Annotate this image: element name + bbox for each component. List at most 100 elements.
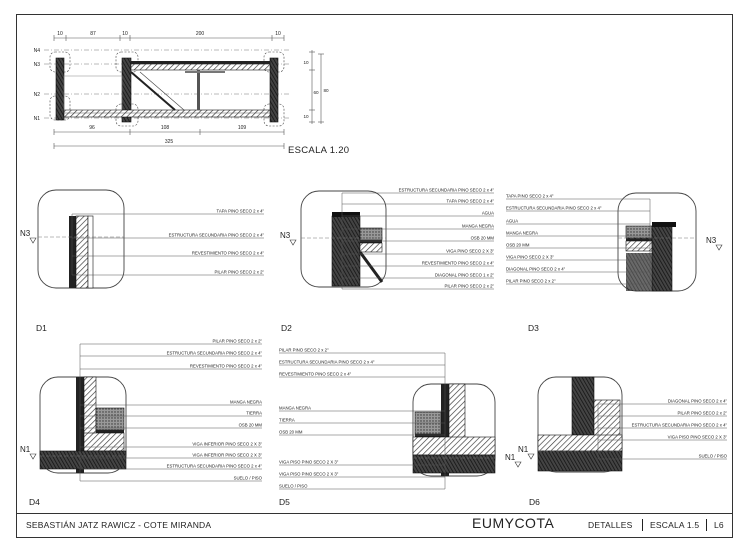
callout-label: MANGA NEGRA (279, 406, 311, 411)
callout-label: AGUA (482, 211, 494, 216)
title-block-sheet-number: L6 (714, 520, 724, 530)
level-label: N1 (34, 116, 41, 122)
callout-label: TAPA PINO SECO 2 x 4" (506, 194, 554, 199)
callout-label: ESTRUCTURA SECUNDARIA PINO SECO 2 x 4" (167, 464, 263, 469)
title-block-scale: ESCALA 1.5 (650, 520, 700, 530)
callout-label: DIAGONAL PINO SECO 2 x 4" (668, 399, 728, 404)
title-block-brand: EUMYCOTA (472, 515, 555, 531)
detail-d6-drawing (537, 376, 623, 473)
detail-title-d1: D1 (36, 323, 47, 333)
callout-label: REVESTIMIENTO PINO SECO 2 x 4" (279, 372, 352, 377)
dimension-label: 10 (303, 60, 309, 65)
level-marker: N1 (505, 453, 516, 462)
callout-label: VIGA INFERIOR PINO SECO 2 X 3" (192, 442, 262, 447)
level-triangle-icon (289, 239, 297, 246)
level-triangle-icon (29, 453, 37, 460)
title-block-divider (16, 513, 733, 514)
callout-label: REVESTIMIENTO PINO SECO 2 x 4" (192, 251, 265, 256)
dimension-label: 200 (196, 31, 205, 37)
callout-label: TAPA PINO SECO 2 x 4" (217, 209, 265, 214)
callout-label: SUELO / PISO (279, 484, 308, 489)
detail-title-d2: D2 (281, 323, 292, 333)
sheet-frame (16, 14, 733, 538)
dimension-label: 108 (161, 125, 170, 131)
detail-d3-drawing (617, 192, 697, 292)
callout-label: TAPA PINO SECO 2 x 4" (447, 199, 495, 204)
detail-title-d3: D3 (528, 323, 539, 333)
level-label: N3 (34, 62, 41, 68)
callout-label: SUELO / PISO (699, 454, 728, 459)
dimension-label: 109 (238, 125, 247, 131)
callout-label: ESTRUCTURA SECUNDARIA PINO SECO 2 x 4" (632, 423, 728, 428)
callout-label: ESTRUCTURA SECUNDARIA PINO SECO 2 x 4" (279, 360, 375, 365)
detail-d2-drawing (300, 190, 387, 288)
detail-d5-drawing (412, 383, 496, 477)
dimension-label: 325 (165, 139, 174, 145)
callout-label: PILAR PINO SECO 2 x 2" (506, 279, 556, 284)
dimension-label: 10 (57, 31, 63, 37)
title-block-separator (642, 519, 643, 531)
detail-title-d5: D5 (279, 497, 290, 507)
callout-label: ESTRUCTURA SECUNDARIA PINO SECO 2 x 4" (399, 188, 495, 193)
detail-d1-drawing (37, 189, 125, 289)
title-block-sheet: DETALLES (588, 520, 633, 530)
callout-label: AGUA (506, 219, 518, 224)
callout-label: REVESTIMIENTO PINO SECO 2 x 4" (190, 364, 263, 369)
level-marker: N1 (20, 445, 31, 454)
dimension-label: 96 (89, 125, 95, 131)
dimension-label: 10 (275, 31, 281, 37)
callout-label: OSB 20 MM (506, 243, 530, 248)
title-block-authors: SEBASTIÁN JATZ RAWICZ - COTE MIRANDA (26, 520, 212, 530)
callout-label: OSB 20 MM (471, 236, 495, 241)
dimension-label: 10 (122, 31, 128, 37)
dimension-label: 87 (90, 31, 96, 37)
detail-title-d6: D6 (529, 497, 540, 507)
callout-label: MANGA NEGRA (462, 224, 494, 229)
callout-label: DIAGONAL PINO SECO 1 x 2" (435, 273, 495, 278)
level-marker: N3 (280, 231, 291, 240)
dimension-label: 60 (313, 90, 319, 95)
callout-label: TIERRA (279, 418, 295, 423)
callout-label: PILAR PINO SECO 2 x 2" (444, 284, 494, 289)
callout-label: PILAR PINO SECO 2 x 2" (677, 411, 727, 416)
dimension-label: 10 (303, 114, 309, 119)
callout-label: SUELO / PISO (234, 476, 263, 481)
dimension-label: 80 (323, 88, 329, 93)
callout-label: DIAGONAL PINO SECO 2 x 4" (506, 267, 566, 272)
callout-label: TIERRA (246, 411, 262, 416)
detail-d4-drawing (39, 376, 127, 474)
callout-label: MANGA NEGRA (506, 231, 538, 236)
callout-label: PILAR PINO SECO 2 x 2" (212, 339, 262, 344)
level-triangle-icon (29, 237, 37, 244)
detail-title-d4: D4 (29, 497, 40, 507)
level-marker: N3 (20, 229, 31, 238)
callout-label: ESTRUCTURA SECUNDARIA PINO SECO 2 x 4" (167, 351, 263, 356)
drawing-scale: ESCALA 1.20 (288, 145, 350, 156)
callout-label: OSB 20 MM (279, 430, 303, 435)
callout-label: PILAR PINO SECO 2 x 2" (279, 348, 329, 353)
callout-label: PILAR PINO SECO 2 x 2" (214, 270, 264, 275)
callout-label: VIGA PISO PINO SECO 2 X 3" (279, 460, 339, 465)
level-marker: N3 (706, 236, 717, 245)
callout-label: VIGA PISO PINO SECO 2 X 3" (668, 435, 728, 440)
title-block-separator (706, 519, 707, 531)
level-label: N2 (34, 92, 41, 98)
level-triangle-icon (514, 461, 522, 468)
callout-label: VIGA PINO SECO 2 X 3" (506, 255, 554, 260)
callout-label: MANGA NEGRA (230, 400, 262, 405)
callout-label: ESTRUCTURA SECUNDARIA PINO SECO 2 x 4" (169, 233, 265, 238)
level-label: N4 (34, 48, 41, 54)
level-triangle-icon (715, 244, 723, 251)
callout-label: VIGA PISO PINO SECO 2 X 3" (279, 472, 339, 477)
callout-label: REVESTIMIENTO PINO SECO 2 x 4" (422, 261, 495, 266)
callout-label: VIGA INFERIOR PINO SECO 2 X 3" (192, 453, 262, 458)
callout-label: OSB 20 MM (239, 423, 263, 428)
callout-label: ESTRUCTURA SECUNDARIA PINO SECO 2 x 4" (506, 206, 602, 211)
callout-label: VIGA PINO SECO 2 X 3" (446, 249, 494, 254)
level-marker: N1 (518, 445, 529, 454)
level-triangle-icon (527, 453, 535, 460)
main-section (44, 35, 324, 149)
